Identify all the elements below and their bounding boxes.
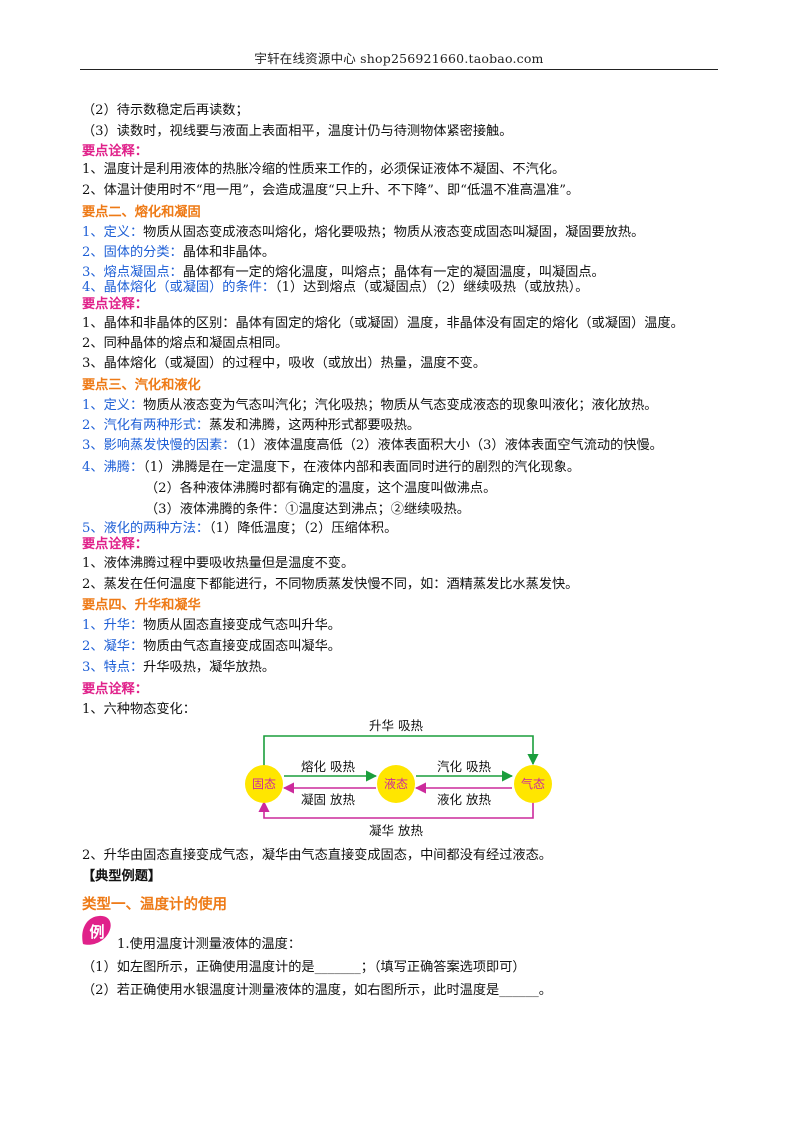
gas-state-circle: [514, 765, 552, 803]
page-header: 宇轩在线资源中心 shop256921660.taobao.com: [80, 48, 718, 70]
text-line: 2、蒸发在任何温度下都能进行，不同物质蒸发快慢不同，如：酒精蒸发比水蒸发快。: [82, 577, 579, 592]
definition: 晶体都有一定的熔化温度，叫熔点；晶体有一定的凝固温度，叫凝固点。: [182, 265, 605, 280]
deposition-arrow: [258, 800, 534, 819]
definition: 物质从液态变为气态叫汽化；汽化吸热；物质从气态变成液态的现象叫液化；液化放热。: [143, 398, 658, 413]
type-heading: 类型一、温度计的使用: [82, 897, 227, 913]
term: 4、沸腾：: [82, 460, 144, 475]
phase-change-diagram: 固态 液态 气态 升华 吸热 熔化 吸热 凝固 放热 汽化 吸热 液化 放热 凝…: [245, 718, 552, 838]
definition: （1）降低温度；（2）压缩体积。: [209, 521, 398, 536]
text-line: （3）液体沸腾的条件：①温度达到沸点；②继续吸热。: [145, 502, 470, 517]
section-heading: 要点四、升华和凝华: [82, 598, 201, 613]
text-line: （2）若正确使用水银温度计测量液体的温度，如右图所示，此时温度是______。: [82, 983, 552, 998]
text-line: 3、熔点凝固点：晶体都有一定的熔化温度，叫熔点；晶体有一定的凝固温度，叫凝固点。: [82, 265, 605, 281]
section-heading: 要点二、熔化和凝固: [82, 205, 201, 220]
gas-state-label: 气态: [521, 776, 545, 791]
term: 1、定义：: [82, 225, 144, 240]
example-icon: 例: [82, 915, 111, 945]
term: 3、特点：: [82, 660, 144, 675]
definition: （1）沸腾是在一定温度下，在液体内部和表面同时进行的剧烈的汽化现象。: [143, 460, 581, 475]
text-line: 2、固体的分类：晶体和非晶体。: [82, 245, 275, 261]
text-line: （3）读数时，视线要与液面上表面相平，温度计仍与待测物体紧密接触。: [82, 124, 513, 139]
text-line: 1、定义：物质从固态变成液态叫熔化，熔化要吸热；物质从液态变成固态叫凝固，凝固要…: [82, 225, 644, 241]
text-line: 3、特点：升华吸热，凝华放热。: [82, 660, 275, 676]
term: 3、熔点凝固点：: [82, 265, 183, 280]
definition: 升华吸热，凝华放热。: [143, 660, 276, 675]
liquid-state-circle: [377, 765, 415, 803]
melting-label: 熔化 吸热: [301, 759, 355, 774]
term: 2、固体的分类：: [82, 245, 183, 260]
term: 2、凝华：: [82, 639, 144, 654]
term: 4、晶体熔化（或凝固）的条件：: [82, 280, 276, 295]
note-heading: 要点诠释：: [82, 144, 148, 159]
note-heading: 要点诠释：: [82, 682, 148, 697]
text-line: （2）待示数稳定后再读数；: [82, 103, 249, 118]
text-line: 2、汽化有两种形式：蒸发和沸腾，这两种形式都要吸热。: [82, 418, 420, 434]
definition: （1）液体温度高低（2）液体表面积大小（3）液体表面空气流动的快慢。: [235, 438, 663, 453]
text-line: 3、影响蒸发快慢的因素：（1）液体温度高低（2）液体表面积大小（3）液体表面空气…: [82, 438, 663, 454]
section-heading: 要点三、汽化和液化: [82, 378, 201, 393]
vaporization-label: 汽化 吸热: [437, 759, 491, 774]
definition: 物质从固态变成液态叫熔化，熔化要吸热；物质从液态变成固态叫凝固，凝固要放热。: [143, 225, 645, 240]
text-line: 2、体温计使用时不“甩一甩”，会造成温度“只上升、不下降”、即“低温不准高温准”…: [82, 183, 580, 198]
liquid-state-label: 液态: [384, 776, 408, 791]
text-line: 2、升华由固态直接变成气态，凝华由气态直接变成固态，中间都没有经过液态。: [82, 848, 552, 863]
typical-examples-heading: 【典型例题】: [82, 869, 162, 884]
term: 5、液化的两种方法：: [82, 521, 210, 536]
text-line: 1.使用温度计测量液体的温度：: [117, 937, 302, 952]
example-badge-label: 例: [89, 923, 104, 941]
text-line: 1、液体沸腾过程中要吸收热量但是温度不变。: [82, 556, 355, 571]
text-line: 1、定义：物质从液态变为气态叫汽化；汽化吸热；物质从气态变成液态的现象叫液化；液…: [82, 398, 657, 414]
definition: 蒸发和沸腾，这两种形式都要吸热。: [209, 418, 421, 433]
condensation-label: 液化 放热: [437, 792, 491, 807]
term: 1、定义：: [82, 398, 144, 413]
text-line: 4、晶体熔化（或凝固）的条件：（1）达到熔点（或凝固点）（2）继续吸热（或放热）…: [82, 280, 589, 296]
sublimation-arrow: [263, 735, 539, 766]
text-line: 3、晶体熔化（或凝固）的过程中，吸收（或放出）热量，温度不变。: [82, 356, 487, 371]
note-heading: 要点诠释：: [82, 537, 148, 552]
term: 3、影响蒸发快慢的因素：: [82, 438, 236, 453]
solid-state-circle: [245, 765, 283, 803]
definition: 晶体和非晶体。: [182, 245, 276, 260]
text-line: 2、凝华：物质由气态直接变成固态叫凝华。: [82, 639, 341, 655]
text-line: 1、温度计是利用液体的热胀冷缩的性质来工作的，必须保证液体不凝固、不汽化。: [82, 162, 566, 177]
text-line: 2、同种晶体的熔点和凝固点相同。: [82, 336, 289, 351]
text-line: 1、升华：物质从固态直接变成气态叫升华。: [82, 618, 341, 634]
term: 1、升华：: [82, 618, 144, 633]
sublimation-label: 升华 吸热: [369, 718, 423, 733]
text-line: 5、液化的两种方法：（1）降低温度；（2）压缩体积。: [82, 521, 397, 537]
deposition-label: 凝华 放热: [369, 823, 423, 838]
definition: 物质由气态直接变成固态叫凝华。: [143, 639, 341, 654]
solid-state-label: 固态: [252, 777, 276, 791]
definition: （1）达到熔点（或凝固点）（2）继续吸热（或放热）。: [275, 280, 589, 295]
note-heading: 要点诠释：: [82, 297, 148, 312]
text-line: （1）如左图所示，正确使用温度计的是_______；（填写正确答案选项即可）: [82, 960, 526, 975]
term: 2、汽化有两种形式：: [82, 418, 210, 433]
text-line: 4、沸腾：（1）沸腾是在一定温度下，在液体内部和表面同时进行的剧烈的汽化现象。: [82, 460, 580, 476]
text-line: 1、六种物态变化：: [82, 702, 196, 717]
text-line: 1、晶体和非晶体的区别：晶体有固定的熔化（或凝固）温度，非晶体没有固定的熔化（或…: [82, 316, 684, 331]
definition: 物质从固态直接变成气态叫升华。: [143, 618, 341, 633]
freezing-label: 凝固 放热: [301, 792, 355, 807]
text-line: （2）各种液体沸腾时都有确定的温度，这个温度叫做沸点。: [145, 481, 497, 496]
